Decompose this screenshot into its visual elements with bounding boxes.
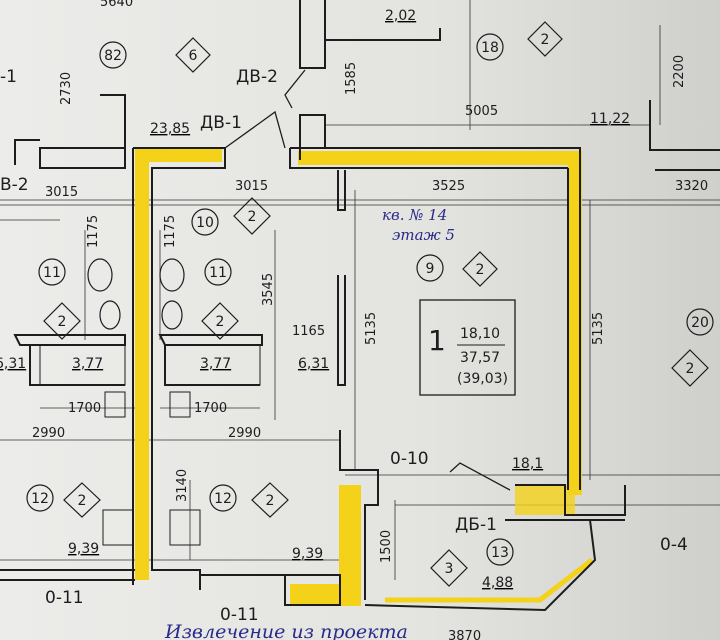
finish-code-room-12: 2	[266, 493, 275, 509]
dim-1700-left: 1700	[68, 401, 101, 416]
finish-code-room-11-left: 2	[58, 314, 67, 330]
window-mark-0-11: 0-11	[220, 605, 259, 625]
apartment-living-area: 18,10	[460, 326, 500, 342]
room-number-11: 11	[209, 265, 227, 281]
door-mark-dv2: ДВ-2	[236, 67, 278, 87]
dim-3140: 3140	[175, 469, 190, 502]
finish-code-room-20: 2	[686, 361, 695, 377]
area-18-1: 18,1	[512, 456, 543, 472]
apartment-total-with-balcony: (39,03)	[457, 371, 508, 387]
dim-5135-left: 5135	[364, 312, 379, 345]
area-9-39-left: 9,39	[68, 541, 99, 557]
dim-3015: 3015	[235, 179, 268, 194]
finish-code-room-12-left: 2	[78, 493, 87, 509]
finish-code-room-11: 2	[216, 314, 225, 330]
finish-code-room-9: 2	[476, 262, 485, 278]
door-mark-dv1: ДВ-1	[200, 113, 242, 133]
dim-3525: 3525	[432, 179, 465, 194]
dim-1500: 1500	[379, 530, 394, 563]
room-number-18: 18	[481, 40, 499, 56]
dim-3545: 3545	[261, 273, 276, 306]
area-2-02: 2,02	[385, 8, 416, 24]
dim-5640: 5640	[100, 0, 133, 10]
room-number-12-left: 12	[31, 491, 49, 507]
dim-1165: 1165	[292, 324, 325, 339]
dim-1700: 1700	[194, 401, 227, 416]
door-mark-v2-left: В-2	[0, 175, 29, 195]
walls	[0, 0, 720, 612]
dim-3320: 3320	[675, 179, 708, 194]
dim-5135-right: 5135	[591, 312, 606, 345]
dim-3015-left: 3015	[45, 185, 78, 200]
mark-left-cut: -1	[0, 67, 17, 87]
finish-code-room-10: 2	[248, 209, 257, 225]
dim-2990: 2990	[228, 426, 261, 441]
finish-code-6: 6	[189, 48, 198, 64]
apartment-summary: 1 18,10 37,57 (39,03)	[428, 324, 508, 387]
handwritten-apartment-number: кв. № 14	[382, 206, 447, 224]
room-number-9: 9	[426, 261, 435, 277]
door-mark-db1: ДБ-1	[455, 515, 497, 535]
finish-code-room-18: 2	[541, 32, 550, 48]
area-3-77-left: 3,77	[72, 356, 103, 372]
window-mark-0-11-left: 0-11	[45, 588, 84, 608]
area-6-31-left: 6,31	[0, 356, 26, 372]
apartment-room-count: 1	[428, 324, 446, 357]
room-number-20: 20	[691, 315, 709, 331]
dim-3870: 3870	[448, 629, 481, 640]
area-3-77: 3,77	[200, 356, 231, 372]
window-mark-0-4: 0-4	[660, 535, 688, 555]
handwritten-floor: этаж 5	[392, 226, 455, 244]
dim-2200: 2200	[672, 55, 687, 88]
dim-2730: 2730	[59, 72, 74, 105]
dim-5005: 5005	[465, 104, 498, 119]
area-6-31: 6,31	[298, 356, 329, 372]
room-number-10: 10	[196, 215, 214, 231]
area-4-88: 4,88	[482, 575, 513, 591]
area-11-22: 11,22	[590, 111, 630, 127]
toilet-icon	[87, 258, 113, 292]
dim-1585: 1585	[344, 62, 359, 95]
area-23-85: 23,85	[150, 121, 190, 137]
finish-code-room-13: 3	[445, 561, 454, 577]
dim-1175-left: 1175	[86, 215, 101, 248]
room-number-13: 13	[491, 545, 509, 561]
area-9-39: 9,39	[292, 546, 323, 562]
sink-icon	[99, 300, 121, 330]
apartment-total-area: 37,57	[460, 350, 500, 366]
toilet-icon	[159, 258, 185, 292]
room-number-11-left: 11	[43, 265, 61, 281]
sanitary-fixtures	[87, 258, 185, 330]
dim-1175: 1175	[163, 215, 178, 248]
room-number-12: 12	[214, 491, 232, 507]
handwritten-caption: Извлечение из проекта	[164, 621, 408, 640]
window-mark-0-10: 0-10	[390, 449, 429, 469]
room-number-82: 82	[104, 48, 122, 64]
dim-2990-left: 2990	[32, 426, 65, 441]
sink-icon	[161, 300, 183, 330]
